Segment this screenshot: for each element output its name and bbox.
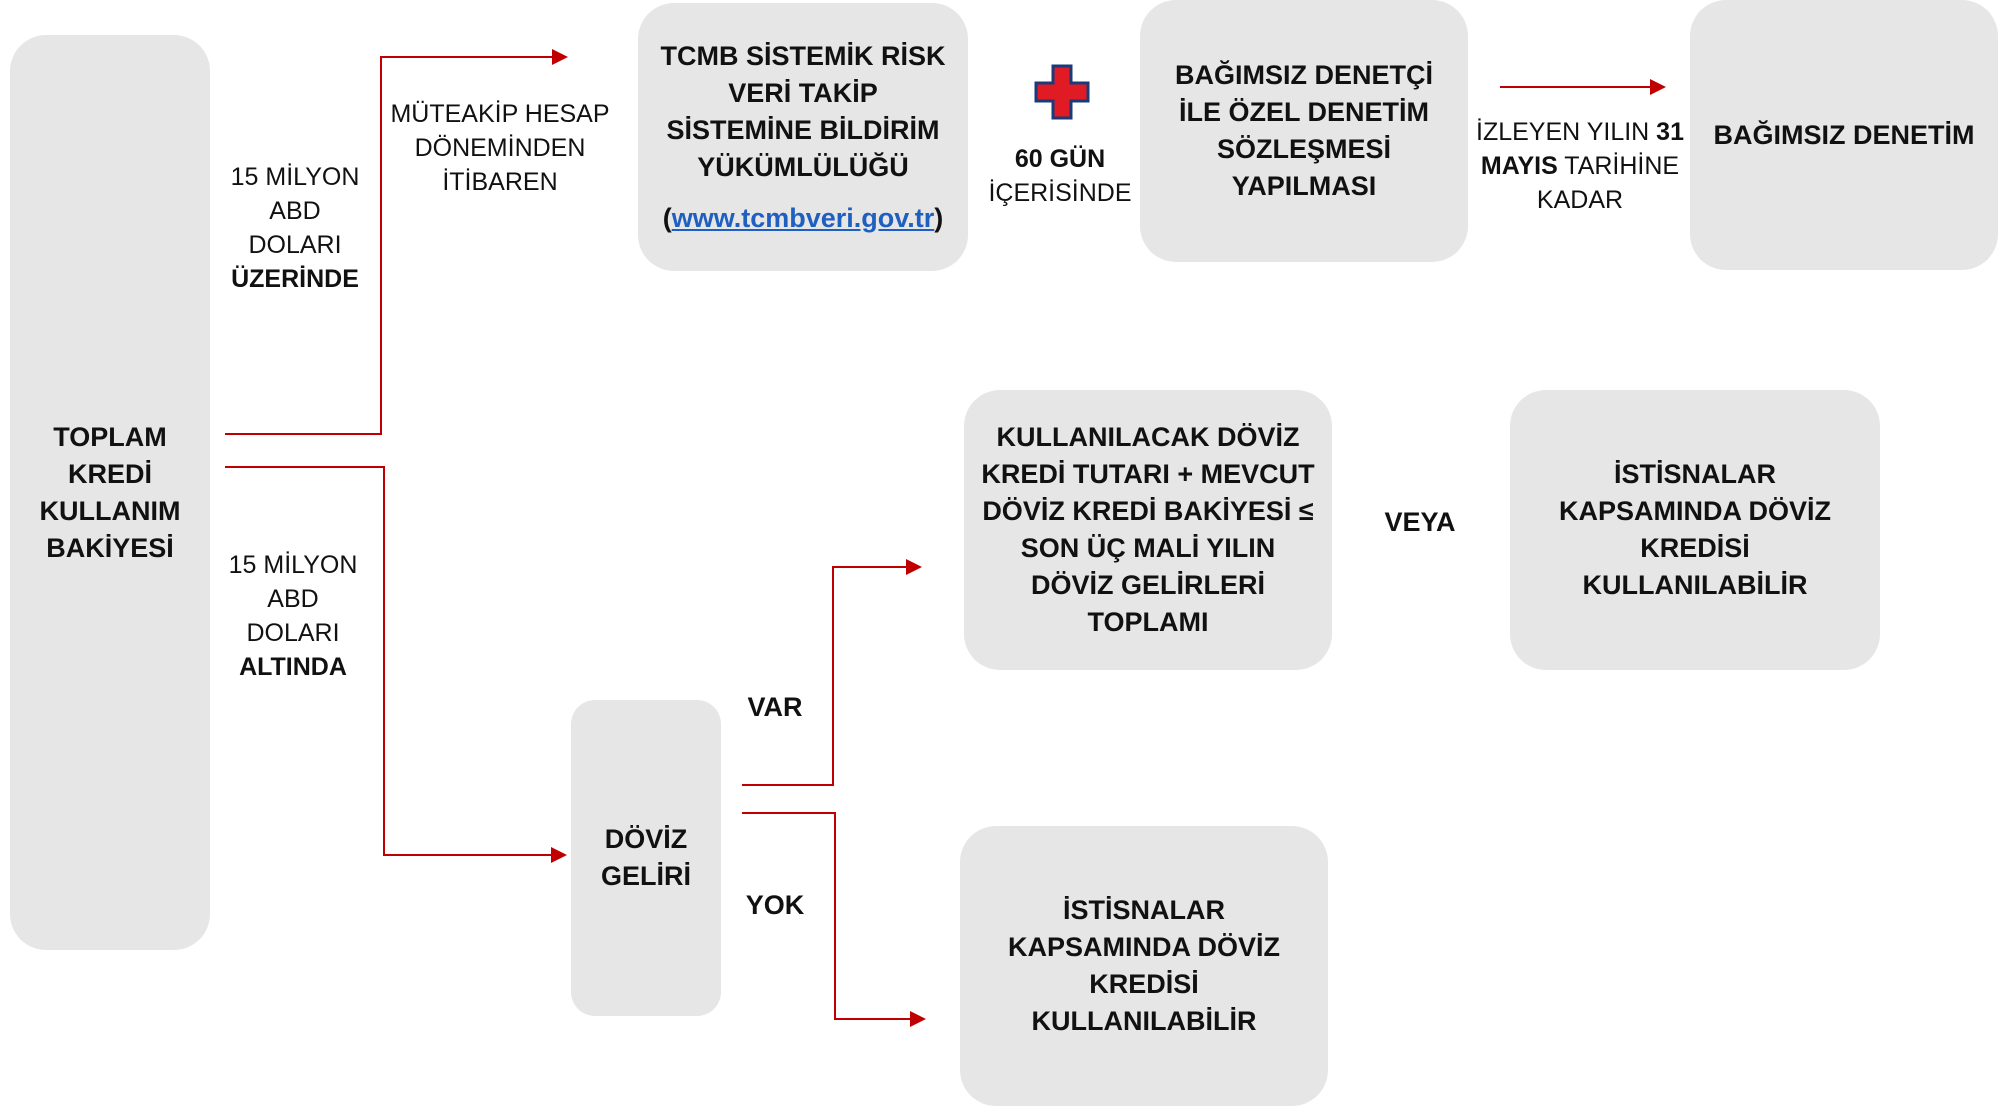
label-ustunde-l3: DOLARI [248, 231, 342, 259]
connector-upper-h1 [225, 433, 382, 435]
connector-upper-v [380, 56, 382, 435]
box-toplam-line1: TOPLAM [53, 421, 167, 452]
box-tcmb-line2: VERİ TAKİP [728, 77, 878, 108]
connector-yok-v [834, 812, 836, 1020]
box-ozel-line3: SÖZLEŞMESİ [1216, 134, 1391, 164]
box-kul-line6: TOPLAMI [1087, 607, 1209, 637]
box-ist-bot-line3: KREDİSİ [1089, 969, 1199, 999]
box-ozel-line2: İLE ÖZEL DENETİM [1178, 97, 1429, 127]
box-toplam-line4: BAKİYESİ [46, 532, 174, 563]
connector-lower-v [383, 466, 385, 856]
box-tcmb-line4: YÜKÜMLÜLÜĞÜ [697, 151, 909, 182]
label-izleyen-e: KADAR [1536, 186, 1624, 214]
box-ozel-denetim: BAĞIMSIZ DENETÇİ İLE ÖZEL DENETİM SÖZLEŞ… [1140, 0, 1468, 262]
box-ist-top-line1: İSTİSNALAR [1613, 459, 1776, 489]
box-kul-line4: SON ÜÇ MALİ YILIN [1020, 533, 1276, 563]
label-izleyen-c: MAYIS [1480, 152, 1558, 180]
box-toplam-kredi: TOPLAM KREDİ KULLANIM BAKİYESİ [10, 35, 210, 950]
label-muteakip-l2: DÖNEMİNDEN [414, 134, 586, 162]
label-izleyen-a: İZLEYEN YILIN [1476, 118, 1657, 146]
plus-icon [1034, 64, 1090, 120]
label-izleyen-b: 31 [1656, 118, 1684, 146]
box-istisnalar-bottom: İSTİSNALAR KAPSAMINDA DÖVİZ KREDİSİ KULL… [960, 826, 1328, 1106]
connector-var-h2 [832, 566, 906, 568]
label-altinda-l3: DOLARI [246, 619, 340, 647]
box-tcmb-bildirim: TCMB SİSTEMİK RİSK VERİ TAKİP SİSTEMİNE … [638, 3, 968, 271]
box-toplam-line3: KULLANIM [39, 495, 181, 526]
label-yok: YOK [745, 890, 805, 920]
label-altinda-l1: 15 MİLYON [228, 551, 358, 579]
box-doviz-geliri: DÖVİZ GELİRİ [571, 700, 721, 1016]
box-kul-line1: KULLANILACAK DÖVİZ [996, 422, 1300, 452]
label-izleyen: İZLEYEN YILIN 31 MAYIS TARİHİNE KADAR [1470, 115, 1690, 217]
box-istisnalar-top: İSTİSNALAR KAPSAMINDA DÖVİZ KREDİSİ KULL… [1510, 390, 1880, 670]
box-kullanilacak-doviz: KULLANILACAK DÖVİZ KREDİ TUTARI + MEVCUT… [964, 390, 1332, 670]
label-ustunde: 15 MİLYON ABD DOLARI ÜZERİNDE [215, 160, 375, 296]
connector-upper-h2 [380, 56, 552, 58]
box-kul-line5: DÖVİZ GELİRLERİ [1030, 570, 1265, 600]
box-tcmb-line1: TCMB SİSTEMİK RİSK [660, 40, 946, 71]
box-ist-top-line3: KREDİSİ [1640, 533, 1750, 563]
connector-yok-h2 [834, 1018, 910, 1020]
box-doviz-line1: DÖVİZ [604, 824, 688, 854]
arrowhead-var [906, 559, 922, 575]
link-paren-open: ( [662, 202, 672, 233]
box-bagimsiz-denetim: BAĞIMSIZ DENETİM [1690, 0, 1998, 270]
label-60-gun: 60 GÜN İÇERİSİNDE [980, 142, 1140, 210]
label-60-gun-normal: İÇERİSİNDE [988, 179, 1132, 207]
label-altinda: 15 MİLYON ABD DOLARI ALTINDA [213, 548, 373, 684]
arrowhead-upper [552, 49, 568, 65]
label-muteakip: MÜTEAKİP HESAP DÖNEMİNDEN İTİBAREN [385, 97, 615, 199]
box-ozel-line4: YAPILMASI [1231, 171, 1377, 201]
connector-var-h1 [742, 784, 834, 786]
box-doviz-line2: GELİRİ [600, 861, 691, 891]
box-tcmb-line3: SİSTEMİNE BİLDİRİM [666, 114, 940, 145]
connector-lower-h1 [225, 466, 385, 468]
connector-mayis [1500, 86, 1650, 88]
arrowhead-mayis [1650, 79, 1666, 95]
box-ist-bot-line1: İSTİSNALAR [1062, 895, 1225, 925]
label-muteakip-l3: İTİBAREN [442, 168, 558, 196]
label-60-gun-bold: 60 GÜN [1014, 145, 1106, 173]
tcmbveri-link[interactable]: www.tcmbveri.gov.tr [671, 202, 935, 233]
box-bagimsiz-label: BAĞIMSIZ DENETİM [1713, 120, 1975, 150]
connector-lower-h2 [383, 854, 551, 856]
label-izleyen-d: TARİHİNE [1557, 152, 1680, 180]
label-altinda-l4: ALTINDA [239, 653, 347, 681]
label-ustunde-l1: 15 MİLYON [230, 163, 360, 191]
box-ist-bot-line4: KULLANILABİLİR [1031, 1006, 1257, 1036]
box-ist-bot-line2: KAPSAMINDA DÖVİZ [1007, 932, 1280, 962]
link-paren-close: ) [934, 202, 944, 233]
label-veya: VEYA [1384, 507, 1456, 537]
arrowhead-lower [551, 847, 567, 863]
box-ozel-line1: BAĞIMSIZ DENETÇİ [1174, 60, 1433, 90]
label-altinda-l2: ABD [267, 585, 319, 613]
box-kul-line3: DÖVİZ KREDİ BAKİYESİ ≤ [982, 496, 1314, 526]
label-muteakip-l1: MÜTEAKİP HESAP [390, 100, 610, 128]
box-kul-line2: KREDİ TUTARI + MEVCUT [981, 459, 1315, 489]
box-ist-top-line4: KULLANILABİLİR [1582, 570, 1808, 600]
label-ustunde-l2: ABD [269, 197, 321, 225]
connector-var-v [832, 566, 834, 786]
label-var: VAR [747, 692, 803, 722]
connector-yok-h1 [742, 812, 836, 814]
box-ist-top-line2: KAPSAMINDA DÖVİZ [1558, 496, 1831, 526]
box-toplam-line2: KREDİ [67, 458, 152, 489]
label-ustunde-l4: ÜZERİNDE [231, 265, 359, 293]
arrowhead-yok [910, 1011, 926, 1027]
